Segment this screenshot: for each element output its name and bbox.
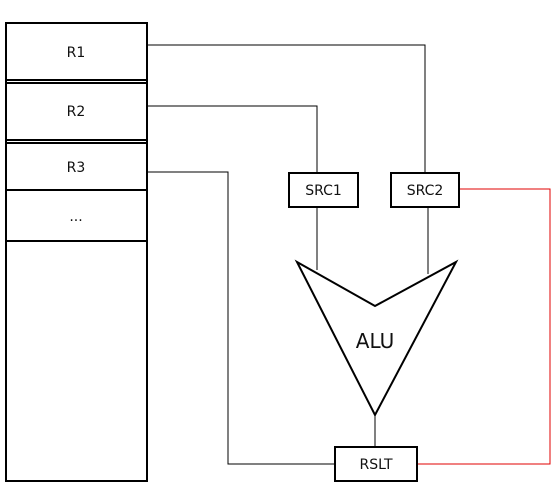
src2-label: SRC2 xyxy=(407,183,444,199)
feedback-wire-rslt-to-src2 xyxy=(417,188,551,465)
register-r3[interactable] xyxy=(5,142,148,191)
register-r1[interactable] xyxy=(5,22,148,81)
alu-label: ALU xyxy=(356,329,394,353)
src2-box[interactable] xyxy=(390,172,460,208)
wire-r2-to-src1 xyxy=(147,105,318,173)
register-r1-label: R1 xyxy=(67,45,86,61)
wire-rslt-to-r3 xyxy=(147,171,335,465)
src1-label: SRC1 xyxy=(305,183,342,199)
register-r3-label: R3 xyxy=(67,160,86,176)
register-ellipsis-label: ... xyxy=(69,209,82,225)
alu-shape xyxy=(294,259,459,418)
register-r2-label: R2 xyxy=(67,104,86,120)
register-r2[interactable] xyxy=(5,82,148,141)
register-ellipsis xyxy=(5,189,148,242)
wire-r1-to-src2 xyxy=(147,44,426,173)
rslt-box[interactable] xyxy=(334,446,418,482)
rslt-label: RSLT xyxy=(359,457,392,473)
src1-box[interactable] xyxy=(288,172,359,208)
